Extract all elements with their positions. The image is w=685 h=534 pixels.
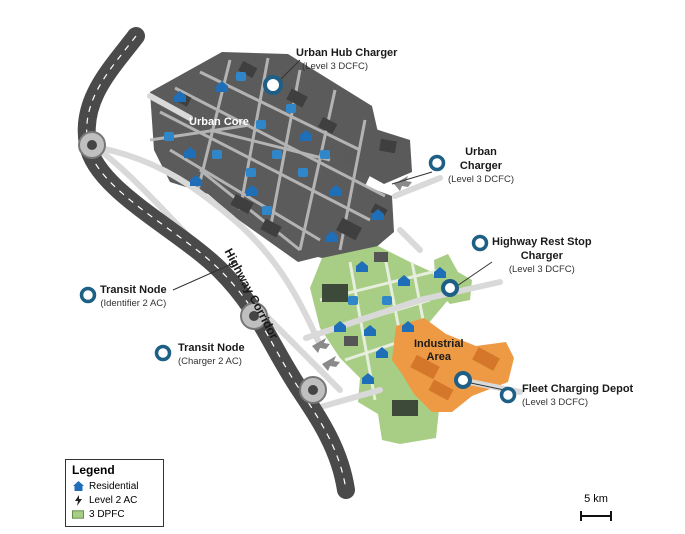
- station-title: Transit Node: [100, 284, 167, 296]
- scale-label: 5 km: [584, 493, 608, 505]
- station-label-urban-hub: Urban Hub Charger (Level 3 DCFC): [296, 47, 397, 73]
- house-icon: [216, 81, 228, 92]
- house-icon: [330, 185, 342, 196]
- charger-marker[interactable]: [441, 279, 459, 297]
- direction-arrows: [312, 176, 412, 371]
- legend-item-dcfc: 3 DPFC: [72, 507, 157, 521]
- station-label-transit-node-1: Transit Node (Identifier 2 AC): [100, 284, 167, 310]
- station-subtitle: (Level 3 DCFC): [302, 60, 368, 72]
- charger-marker[interactable]: [471, 234, 489, 252]
- legend-label: 3 DPFC: [89, 508, 125, 520]
- station-title: Highway Rest Stop Charger: [492, 236, 592, 262]
- house-icon: [300, 130, 312, 141]
- industrial-area-label: Industrial Area: [414, 338, 464, 363]
- station-subtitle: (Level 3 DCFC): [522, 396, 588, 408]
- house-icon: [364, 325, 376, 336]
- house-icon: [190, 175, 202, 186]
- station-title: Urban Hub Charger: [296, 47, 398, 59]
- house-icon: [174, 91, 186, 102]
- service-badges: [164, 72, 392, 305]
- house-icon: [356, 261, 368, 272]
- house-icon: [246, 185, 258, 196]
- industrial-zone: [392, 318, 514, 412]
- charger-marker[interactable]: [79, 286, 97, 304]
- scale-line: [580, 515, 612, 517]
- highway-road: [77, 27, 355, 499]
- interchange-circle: [299, 376, 327, 404]
- legend-item-level2: Level 2 AC: [72, 493, 157, 507]
- station-subtitle: (Charger 2 AC): [178, 355, 242, 367]
- house-icon: [402, 321, 414, 332]
- legend-title: Legend: [72, 463, 115, 477]
- interchange-circle: [78, 131, 106, 159]
- station-label-transit-node-2: Transit Node (Charger 2 AC): [178, 342, 245, 368]
- charger-marker[interactable]: [499, 386, 517, 404]
- station-label-fleet-depot: Fleet Charging Depot (Level 3 DCFC): [522, 383, 633, 409]
- legend-label: Level 2 AC: [89, 494, 138, 506]
- house-icon: [376, 347, 388, 358]
- station-label-urban-charger: Urban Charger (Level 3 DCFC): [448, 146, 514, 185]
- house-icon: [184, 147, 196, 158]
- scale-tick: [580, 511, 582, 521]
- station-subtitle: (Identifier 2 AC): [100, 297, 167, 309]
- station-title: Fleet Charging Depot: [522, 383, 634, 395]
- urban-core-zone: [149, 52, 412, 266]
- house-icon: [326, 231, 338, 242]
- urban-core-label: Urban Core: [189, 116, 249, 128]
- green-zone-buildings: [322, 252, 418, 416]
- charger-marker[interactable]: [154, 344, 172, 362]
- residential-markers: [174, 81, 446, 384]
- charger-marker[interactable]: [263, 75, 283, 95]
- house-icon: [372, 209, 384, 220]
- station-title: Urban Charger: [459, 146, 503, 172]
- station-subtitle: (Level 3 DCFC): [448, 173, 514, 185]
- scale-bar: 5 km: [578, 493, 614, 523]
- house-icon: [334, 321, 346, 332]
- house-icon: [362, 373, 374, 384]
- green-swatch-icon: [72, 509, 84, 519]
- charger-marker[interactable]: [454, 371, 472, 389]
- station-title: Transit Node: [178, 342, 245, 354]
- station-subtitle: (Level 3 DCFC): [508, 263, 575, 275]
- interchange-circle: [240, 302, 268, 330]
- bolt-icon: [72, 494, 84, 506]
- house-icon: [72, 481, 84, 491]
- legend-item-residential: Residential: [72, 479, 157, 493]
- charger-marker[interactable]: [428, 154, 446, 172]
- legend: Legend Residential Level 2 AC 3 DPFC: [65, 459, 164, 527]
- house-icon: [398, 275, 410, 286]
- station-label-highway-rest-stop: Highway Rest Stop Charger (Level 3 DCFC): [492, 236, 592, 275]
- house-icon: [434, 267, 446, 278]
- legend-label: Residential: [89, 480, 139, 492]
- scale-tick: [610, 511, 612, 521]
